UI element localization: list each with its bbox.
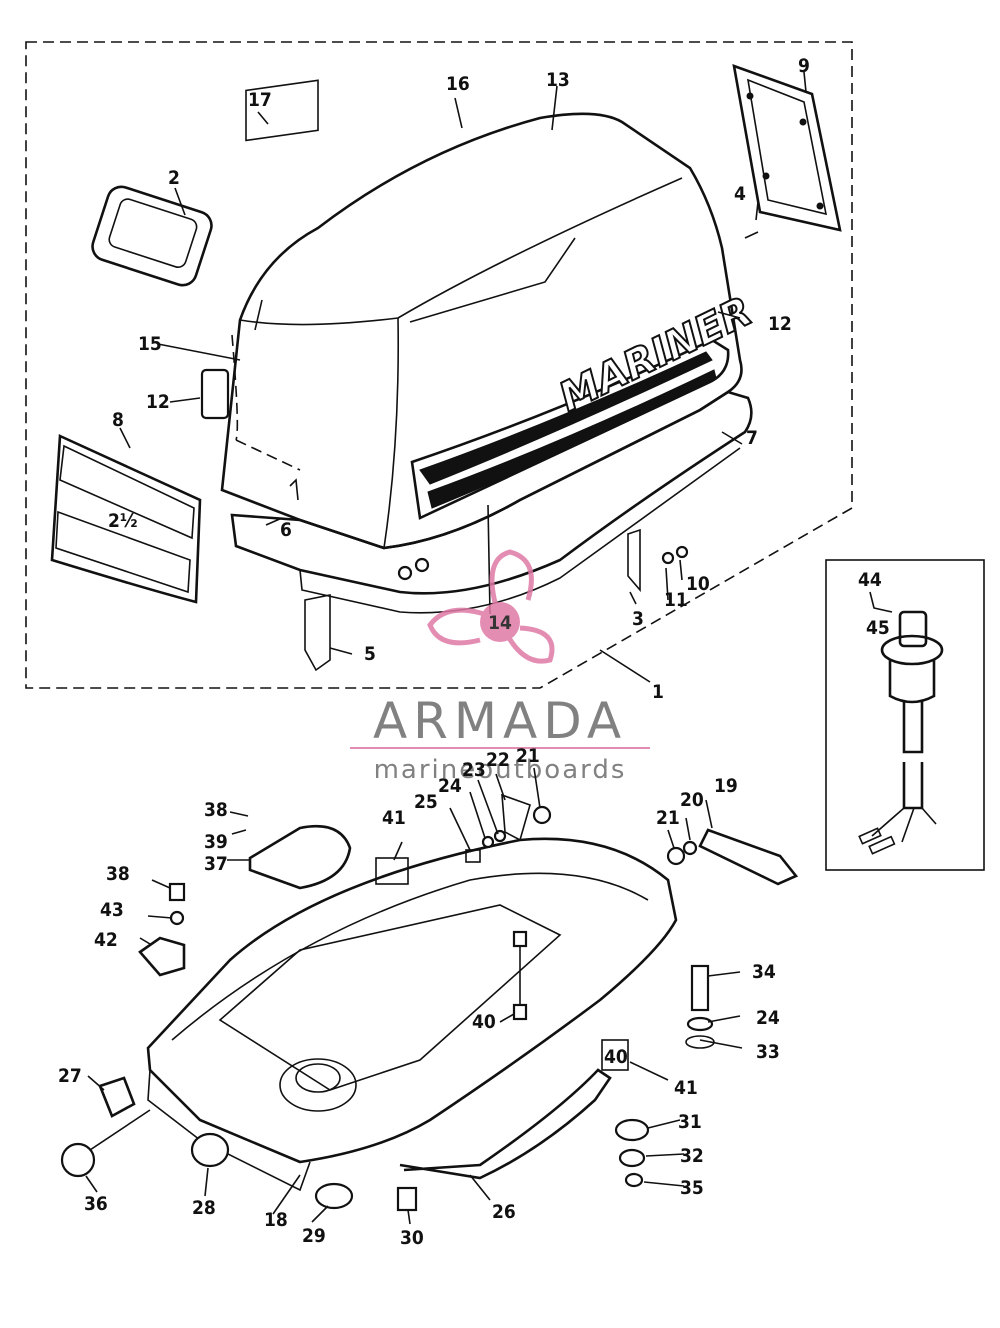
watermark-logo: 14 ARMADA marineoutboards xyxy=(350,549,650,785)
foot-decal-text: 40 xyxy=(604,1046,628,1068)
inset-box xyxy=(825,559,985,871)
callout-label: 9 xyxy=(798,55,810,77)
callout-label: 38 xyxy=(204,799,228,821)
tiller-handle-bar xyxy=(399,1068,612,1180)
callout-label: 16 xyxy=(446,73,470,95)
callout-label: 36 xyxy=(84,1193,108,1215)
callout-label: 17 xyxy=(248,89,272,111)
callout-label: 43 xyxy=(100,899,124,921)
top-cowl-assembly: MARINER 2½ xyxy=(25,41,853,689)
callout-label: 2 xyxy=(168,167,180,189)
svg-text:2½: 2½ xyxy=(108,510,138,532)
callout-label: 5 xyxy=(364,643,376,665)
callout-label: 15 xyxy=(138,333,162,355)
capacity-decal xyxy=(375,857,409,885)
callout-label: 20 xyxy=(680,789,704,811)
front-shroud xyxy=(230,390,753,595)
callout-label: 28 xyxy=(192,1197,216,1219)
rear-cover-plate xyxy=(732,64,842,232)
callout-label: 22 xyxy=(486,749,510,771)
callout-label: 25 xyxy=(414,791,438,813)
callout-label: 24 xyxy=(756,1007,780,1029)
callout-label: 10 xyxy=(686,573,710,595)
front-intake-grille: 2½ xyxy=(50,434,202,604)
propeller-hub xyxy=(480,602,520,642)
callout-label: 31 xyxy=(678,1111,702,1133)
callout-label: 11 xyxy=(664,589,688,611)
bottom-cowl-assembly: 40 xyxy=(60,767,799,1225)
propeller-icon xyxy=(427,549,555,664)
callout-label: 44 xyxy=(858,569,882,591)
callout-label: 7 xyxy=(746,427,758,449)
callout-label: 4 xyxy=(734,183,746,205)
callout-label: 26 xyxy=(492,1201,516,1223)
assembly-boundary xyxy=(25,41,853,689)
warning-decal xyxy=(245,79,319,142)
callout-label: 45 xyxy=(866,617,890,639)
callout-label: 39 xyxy=(204,831,228,853)
callout-label: 27 xyxy=(58,1065,82,1087)
callout-label: 24 xyxy=(438,775,462,797)
callout-label: 6 xyxy=(280,519,292,541)
callout-label: 1 xyxy=(652,681,664,703)
callout-label: 37 xyxy=(204,853,228,875)
callout-label: 19 xyxy=(714,775,738,797)
watermark-tagline: marineoutboards xyxy=(374,755,627,785)
callout-label: 21 xyxy=(516,745,540,767)
bottom-cowl xyxy=(146,837,678,1164)
watermark-number: 14 xyxy=(488,612,512,634)
callout-label: 12 xyxy=(768,313,792,335)
throttle-lever xyxy=(698,828,799,886)
callout-label: 29 xyxy=(302,1225,326,1247)
callout-label: 3 xyxy=(632,608,644,630)
callout-label: 21 xyxy=(656,807,680,829)
callout-labels: 1 2 3 4 5 6 7 8 9 10 11 12 12 13 15 16 1… xyxy=(58,55,890,1249)
callout-label: 8 xyxy=(112,409,124,431)
callout-label: 33 xyxy=(756,1041,780,1063)
callout-label: 42 xyxy=(94,929,118,951)
callout-label: 35 xyxy=(680,1177,704,1199)
watermark-brand: ARMADA xyxy=(373,692,627,750)
callout-label: 40 xyxy=(472,1011,496,1033)
callout-label: 38 xyxy=(106,863,130,885)
callout-label: 23 xyxy=(462,759,486,781)
callout-label: 41 xyxy=(382,807,406,829)
callout-label: 41 xyxy=(674,1077,698,1099)
callout-label: 12 xyxy=(146,391,170,413)
callout-label: 32 xyxy=(680,1145,704,1167)
callout-label: 13 xyxy=(546,69,570,91)
sound-cover-ring xyxy=(91,185,213,287)
callout-label: 30 xyxy=(400,1227,424,1249)
rewind-housing xyxy=(248,824,352,890)
callout-label: 18 xyxy=(264,1209,288,1231)
callout-label: 34 xyxy=(752,961,776,983)
